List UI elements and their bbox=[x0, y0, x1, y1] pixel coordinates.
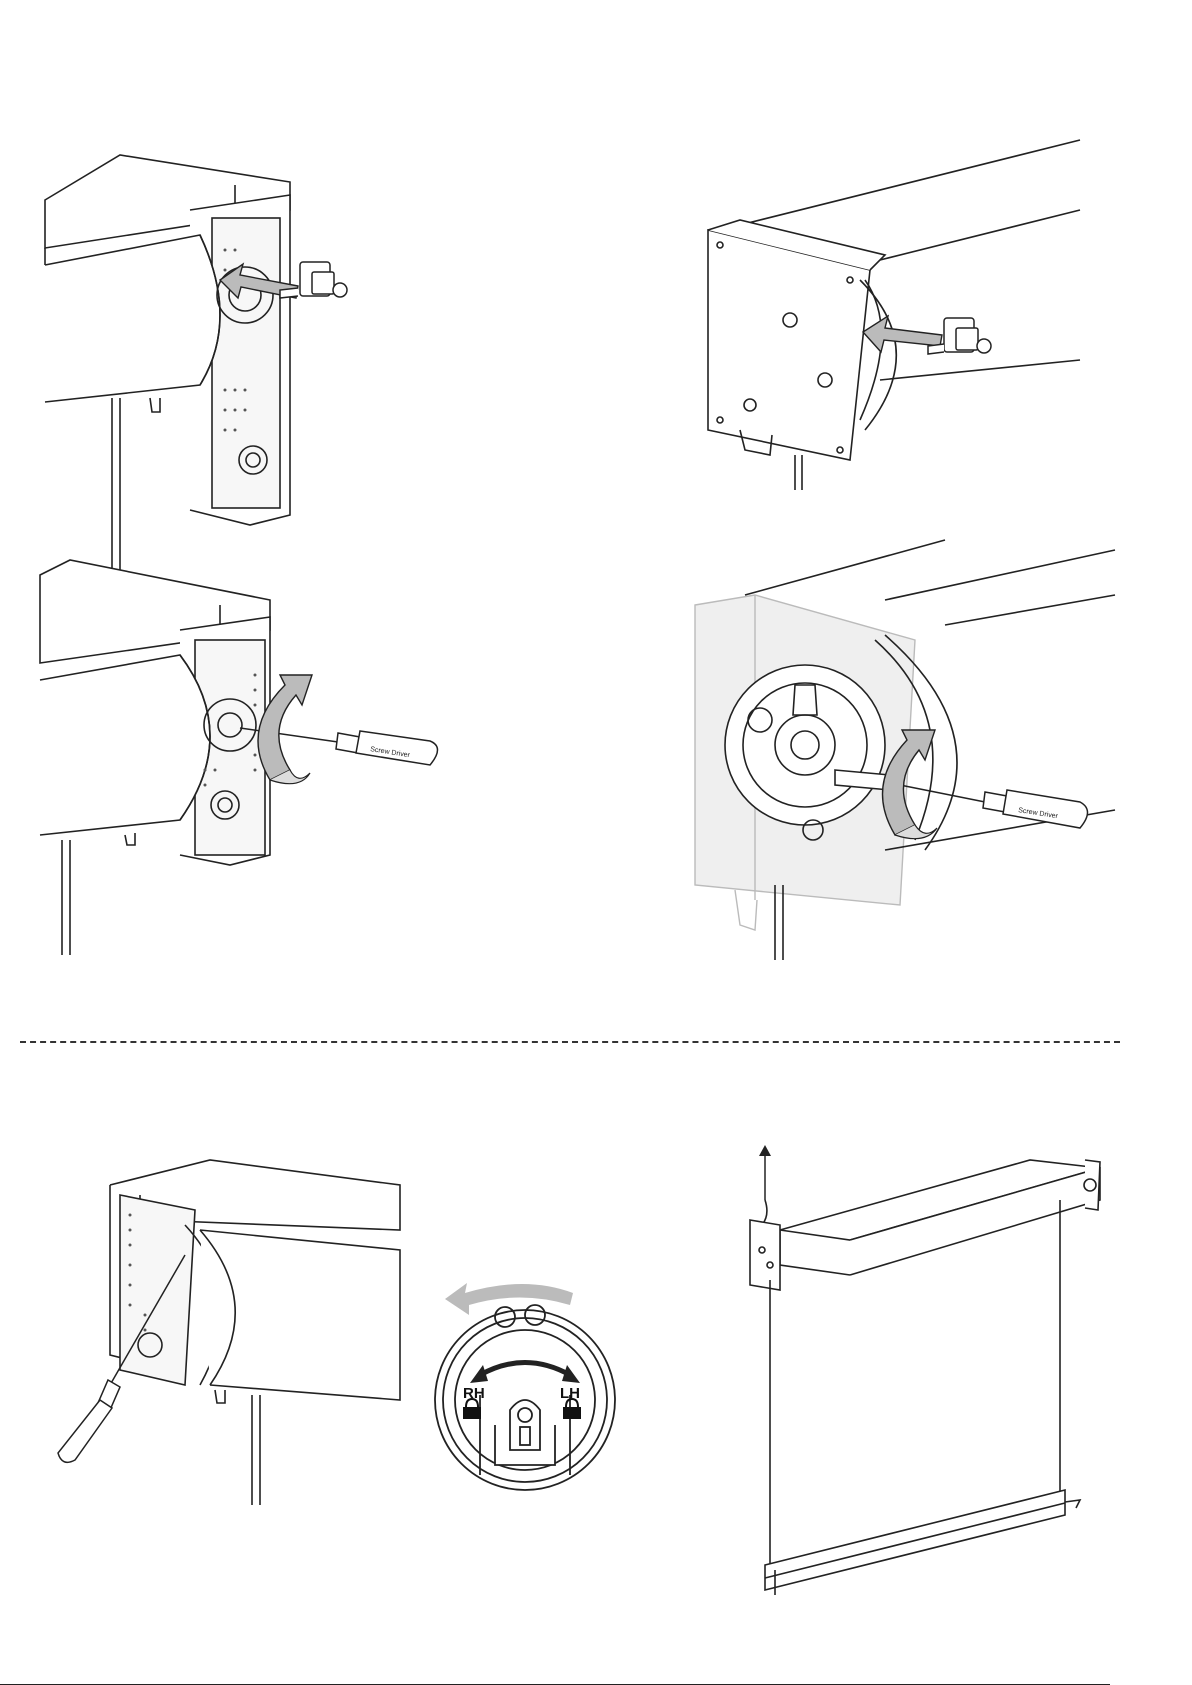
rotate-arrow-icon bbox=[445, 1283, 573, 1315]
up-arrow-icon bbox=[759, 1145, 771, 1200]
insert-pin-right-illustration bbox=[700, 130, 1100, 490]
step-tighten-left: Screw Driver bbox=[40, 555, 440, 955]
set-direction-illustration bbox=[50, 1155, 410, 1515]
step-insert-pin-right bbox=[700, 130, 1100, 490]
tighten-right-illustration: Screw Driver bbox=[685, 540, 1115, 960]
step-insert-pin-left bbox=[40, 140, 380, 490]
screwdriver: Screw Driver bbox=[890, 783, 1088, 828]
direction-selector-detail: RH LH bbox=[425, 1265, 625, 1480]
completed-blind-illustration bbox=[740, 1140, 1120, 1595]
step-tighten-right: Screw Driver bbox=[685, 540, 1115, 960]
step-completed-blind bbox=[740, 1140, 1120, 1595]
step-set-direction bbox=[50, 1155, 410, 1515]
direction-selector-dial: RH LH bbox=[425, 1265, 625, 1480]
insert-pin-left-illustration bbox=[40, 140, 380, 490]
section-divider bbox=[20, 1041, 1120, 1043]
tighten-left-illustration: Screw Driver bbox=[40, 555, 440, 955]
